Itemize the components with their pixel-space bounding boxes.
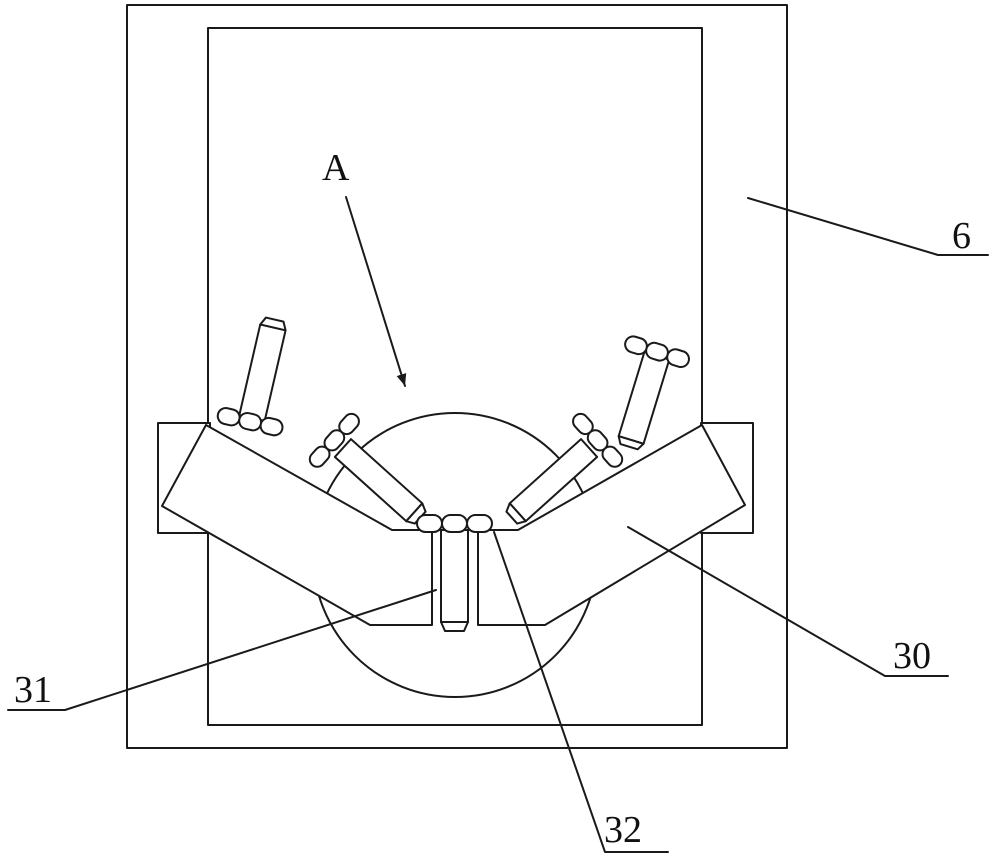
- label-a: A: [322, 147, 350, 189]
- v-block: [161, 424, 746, 626]
- bottom-nut: [416, 514, 493, 533]
- inner-plate: [207, 27, 703, 726]
- left-upper-bolt: [216, 316, 287, 437]
- bottom-screw: [440, 529, 469, 632]
- leader-line-6: [747, 197, 989, 256]
- leader-line-32: [493, 531, 669, 853]
- direction-arrow: [345, 196, 407, 387]
- label-30: 30: [893, 635, 931, 677]
- label-6: 6: [952, 215, 971, 257]
- right-inner-bolt: [505, 412, 624, 525]
- right-upper-bolt: [617, 335, 690, 451]
- left-inner-bolt: [308, 412, 427, 525]
- leader-line-31: [7, 589, 437, 711]
- label-31: 31: [14, 669, 52, 711]
- label-32: 32: [604, 809, 642, 851]
- outer-frame: [126, 4, 788, 749]
- leader-line-30: [627, 526, 949, 677]
